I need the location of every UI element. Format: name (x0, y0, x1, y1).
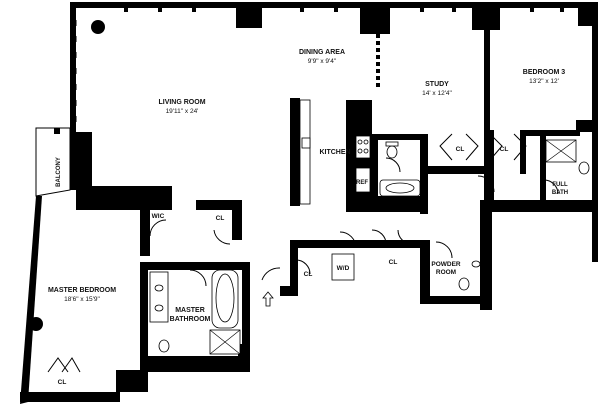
master-bedroom-dims: 18'6" x 15'9" (64, 296, 100, 303)
wd-label: W/D (337, 265, 350, 272)
full-bath-label-line1: FULL (552, 182, 568, 188)
ref-label: REF (356, 180, 368, 186)
wic-label: WIC (152, 213, 165, 220)
living-room-dims: 19'11" x 24' (166, 108, 199, 115)
room-labels: DINING AREA 9'9" x 9'4" LIVING ROOM 19'1… (48, 49, 568, 323)
interior-walls (290, 8, 580, 214)
bedroom-3-label: BEDROOM 3 (523, 69, 566, 76)
powder-room-label-line2: ROOM (436, 269, 456, 276)
fixtures (149, 139, 590, 355)
closet-label-master: CL (216, 215, 225, 222)
bedroom-3-dims: 13'2" x 12' (529, 78, 559, 85)
closet-label-hall: CL (389, 259, 398, 266)
full-bath-label-line2: BATH (552, 190, 568, 196)
dining-area-label: DINING AREA (299, 49, 345, 56)
dining-area-dims: 9'9" x 9'4" (308, 58, 337, 65)
master-bathroom-label-line1: MASTER (175, 307, 205, 314)
powder-room-label-line1: POWDER (431, 261, 461, 268)
closet-label-bedroom: CL (58, 379, 67, 386)
study-dims: 14' x 12'4" (422, 90, 452, 97)
master-bathroom-label-line2: BATHROOM (170, 316, 211, 323)
closet-label-entry: CL (304, 271, 313, 278)
living-room-label: LIVING ROOM (158, 99, 205, 106)
closet-label-study: CL (456, 146, 465, 153)
window-marks (75, 8, 564, 128)
closet-labels: CL CL CL CL CL CL (58, 146, 509, 386)
kitchen-label: KITCHEN (319, 149, 350, 156)
study-label: STUDY (425, 81, 449, 88)
door-swings (47, 133, 559, 373)
closet-label-bedroom3: CL (500, 146, 509, 153)
balcony-label: BALCONY (56, 157, 62, 187)
master-bedroom-label: MASTER BEDROOM (48, 287, 116, 294)
exterior-walls (20, 2, 598, 404)
